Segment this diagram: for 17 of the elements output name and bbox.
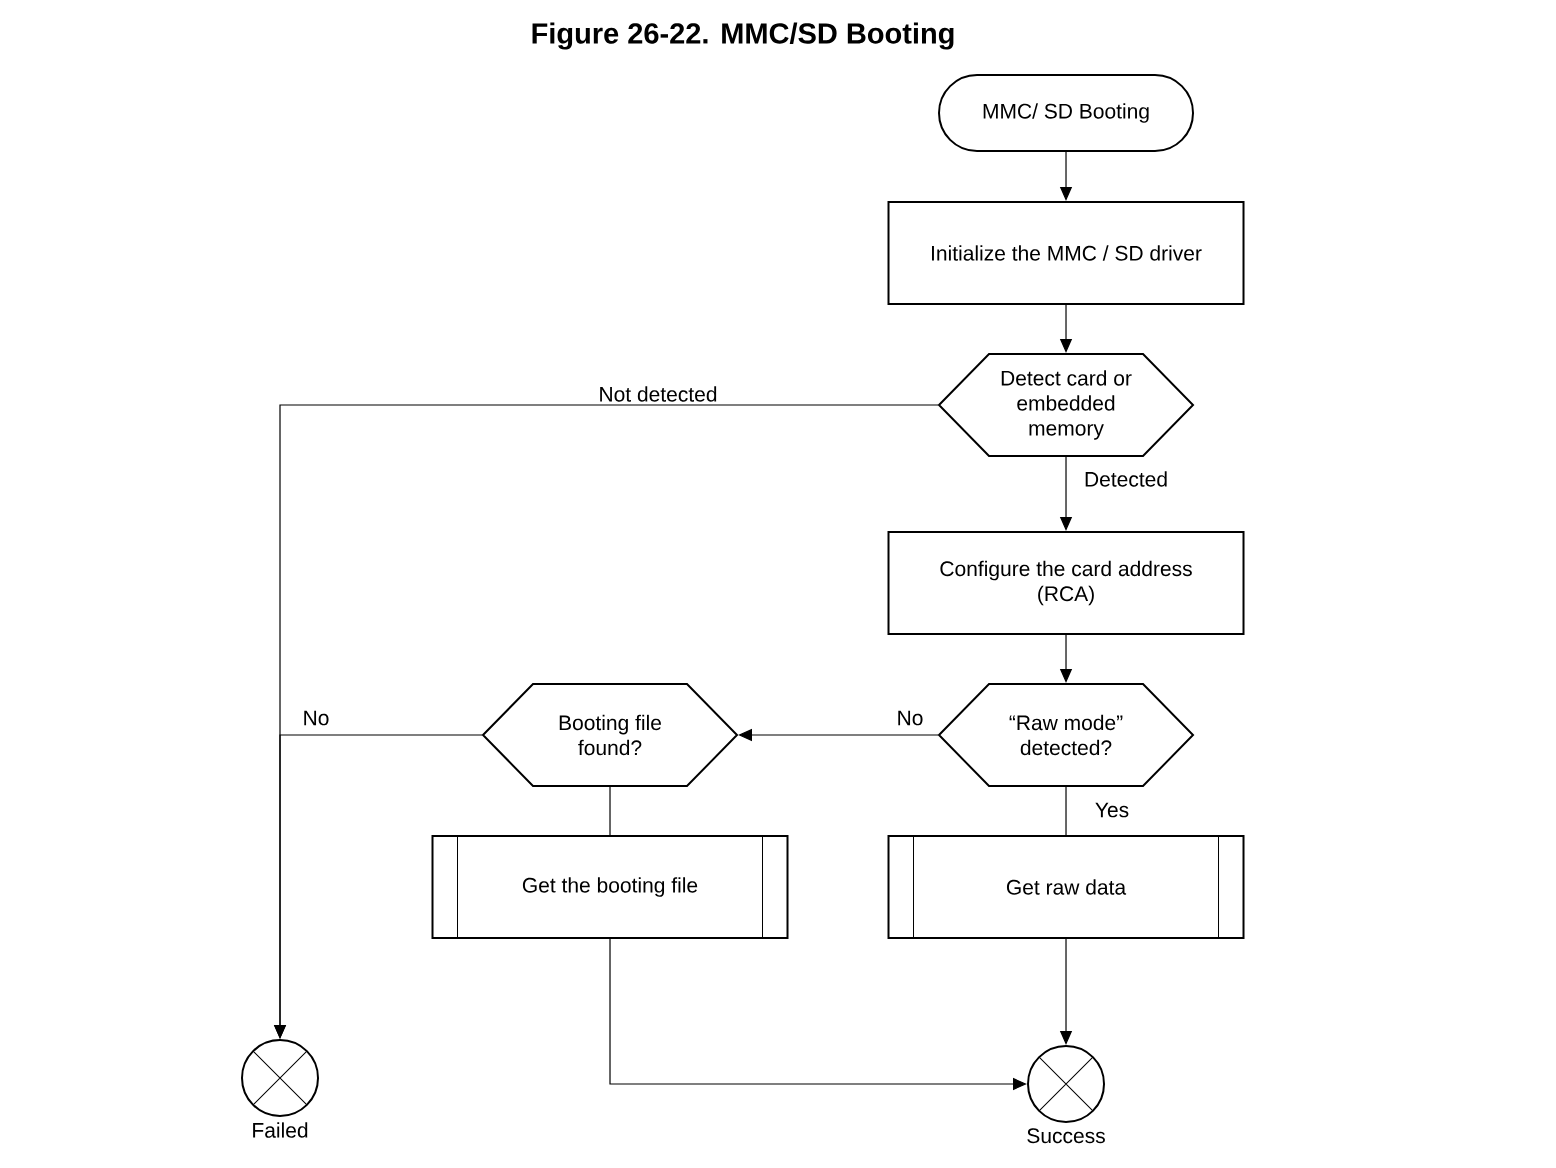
edge-label: Not detected: [597, 385, 719, 403]
end-circle: [1027, 1045, 1105, 1123]
edge-label: No: [301, 709, 331, 727]
edge-label: No: [895, 709, 925, 727]
subprocess-box: Get raw data: [887, 835, 1245, 939]
connector: [1065, 786, 1067, 836]
subprocess-box: Get the booting file: [431, 835, 789, 939]
edge-label: Detected: [1083, 470, 1170, 488]
start-terminal: MMC/ SD Booting: [938, 74, 1194, 152]
end-label: Success: [1027, 1128, 1105, 1144]
figure-title: Figure 26-22. MMC/SD Booting: [532, 22, 954, 50]
edge-label: Yes: [1093, 801, 1131, 819]
end-label: Failed: [253, 1122, 308, 1138]
end-circle: [241, 1039, 319, 1117]
process-box: Configure the card address (RCA): [887, 531, 1245, 635]
process-box: Initialize the MMC / SD driver: [887, 201, 1245, 305]
connector: [609, 786, 611, 836]
